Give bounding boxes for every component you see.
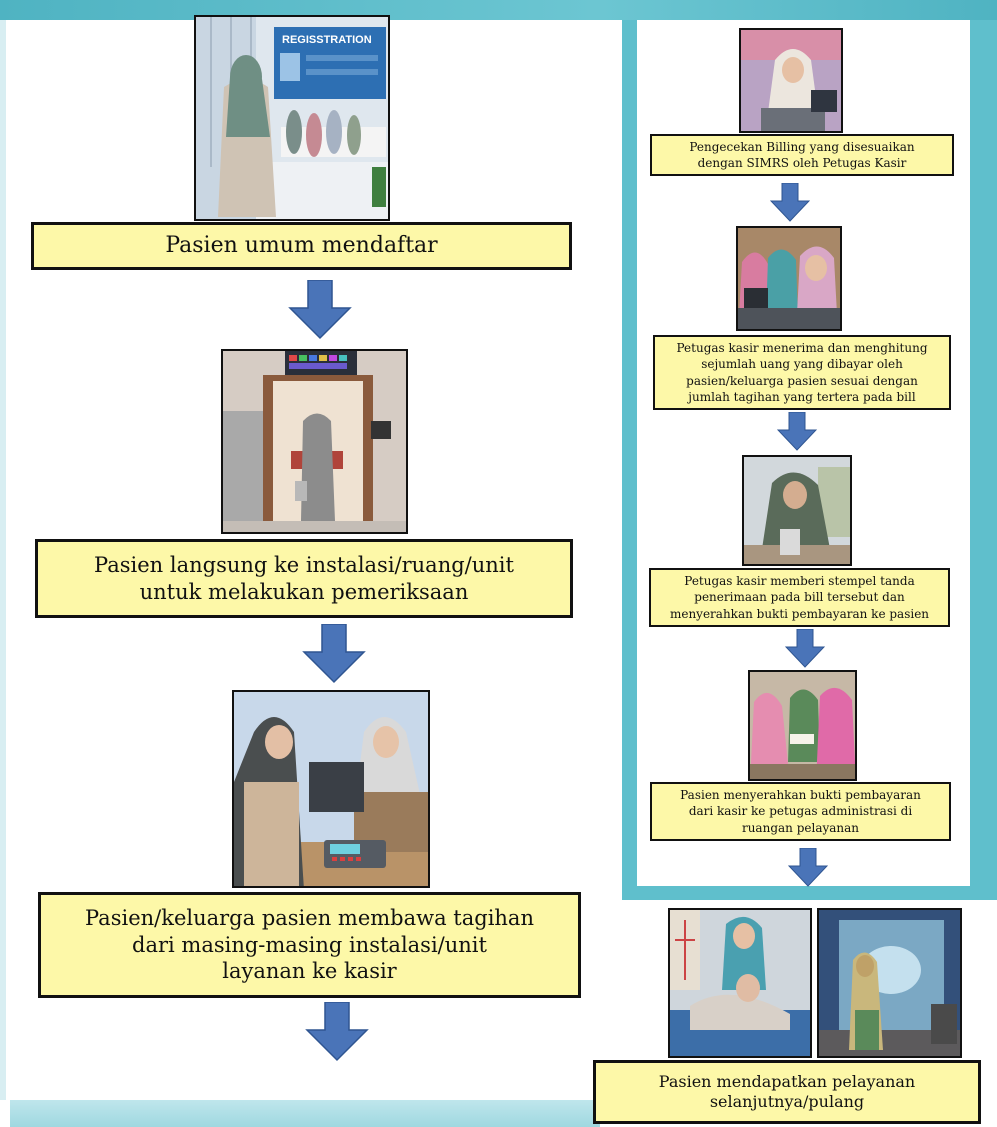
step-register-box: Pasien umum mendaftar — [31, 222, 572, 270]
left-frame-band — [0, 20, 6, 1100]
bottom-frame-band — [10, 1100, 600, 1127]
going-home-photo — [817, 908, 962, 1058]
down-arrow-icon — [777, 412, 817, 451]
step-billing-check-text: Pengecekan Billing yang disesuaikan deng… — [689, 139, 915, 170]
step-billing-check-box: Pengecekan Billing yang disesuaikan deng… — [650, 134, 954, 176]
cashier-counting-photo — [736, 226, 842, 331]
top-frame-band — [0, 0, 997, 20]
step-stamp-text: Petugas kasir memberi stempel tanda pene… — [669, 574, 930, 621]
step-final-text: Pasien mendapatkan pelayanan selanjutnya… — [658, 1071, 916, 1111]
step-bring-bill-text: Pasien/keluarga pasien membawa tagihan d… — [85, 905, 534, 984]
step-final-box: Pasien mendapatkan pelayanan selanjutnya… — [593, 1060, 981, 1124]
patient-receipt-photo — [748, 670, 857, 781]
registration-photo: REGISSTRATION — [194, 15, 390, 221]
down-arrow-icon — [788, 848, 828, 887]
treatment-photo — [668, 908, 812, 1058]
down-arrow-icon — [288, 280, 352, 340]
cashier-stamp-photo — [742, 455, 852, 566]
step-examination-text: Pasien langsung ke instalasi/ruang/unit … — [94, 552, 514, 604]
step-examination-box: Pasien langsung ke instalasi/ruang/unit … — [35, 539, 573, 618]
down-arrow-icon — [770, 183, 810, 222]
step-register-text: Pasien umum mendaftar — [165, 232, 438, 258]
step-count-money-box: Petugas kasir menerima dan menghitung se… — [653, 335, 951, 410]
down-arrow-icon — [305, 1002, 369, 1062]
step-bring-bill-box: Pasien/keluarga pasien membawa tagihan d… — [38, 892, 581, 998]
cashier-counter-photo — [232, 690, 430, 888]
registration-sign-text: REGISSTRATION — [282, 34, 372, 46]
step-stamp-box: Petugas kasir memberi stempel tanda pene… — [649, 568, 950, 627]
down-arrow-icon — [302, 624, 366, 684]
step-hand-receipt-box: Pasien menyerahkan bukti pembayaran dari… — [650, 782, 951, 841]
examination-room-photo — [221, 349, 408, 534]
cashier-billing-photo — [739, 28, 843, 133]
step-count-money-text: Petugas kasir menerima dan menghitung se… — [676, 341, 928, 404]
step-hand-receipt-text: Pasien menyerahkan bukti pembayaran dari… — [680, 788, 921, 835]
down-arrow-icon — [785, 629, 825, 668]
